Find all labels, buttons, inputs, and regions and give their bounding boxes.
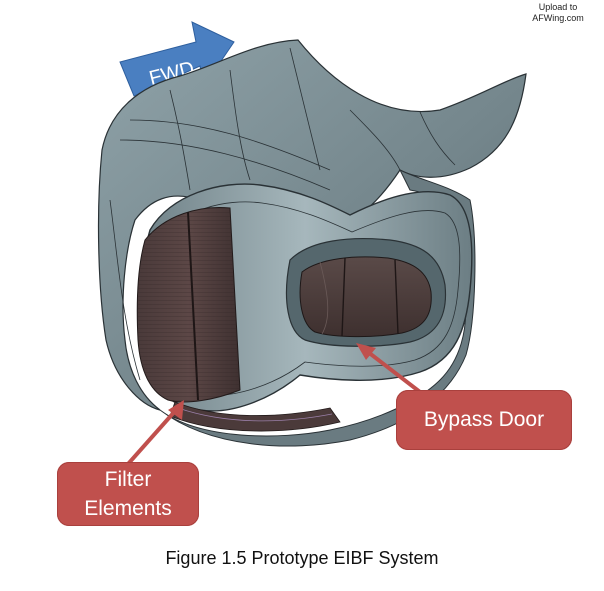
filter-label-line2: Elements [84,497,172,520]
filter-elements-screen [136,206,341,432]
filter-label-line1: Filter [104,468,152,491]
bypass-door-label: Bypass Door [423,408,545,431]
bypass-pointer-icon [356,343,422,394]
watermark-line2: AFWing.com [532,13,584,23]
bypass-door [285,238,447,347]
bypass-door-callout: Bypass Door [396,390,572,450]
watermark-line1: Upload to [538,2,578,12]
filter-elements-callout: Filter Elements [57,462,199,526]
filter-pointer-icon [126,400,184,466]
figure-caption: Figure 1.5 Prototype EIBF System [165,548,439,568]
watermark: Upload to AFWing.com [518,2,598,24]
